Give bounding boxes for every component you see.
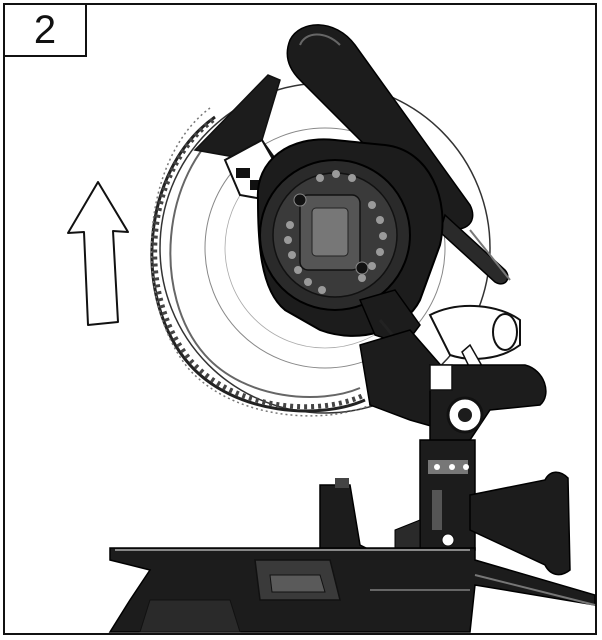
saw-base — [108, 547, 596, 633]
step-number: 2 — [33, 8, 57, 52]
bevel-knob — [469, 471, 571, 576]
step-number-box: 2 — [5, 5, 87, 57]
up-arrow-icon — [67, 181, 129, 326]
motor-housing — [256, 138, 444, 337]
blade-guard — [150, 107, 371, 417]
pivot-arm — [359, 329, 547, 446]
bevel-column — [419, 439, 476, 551]
